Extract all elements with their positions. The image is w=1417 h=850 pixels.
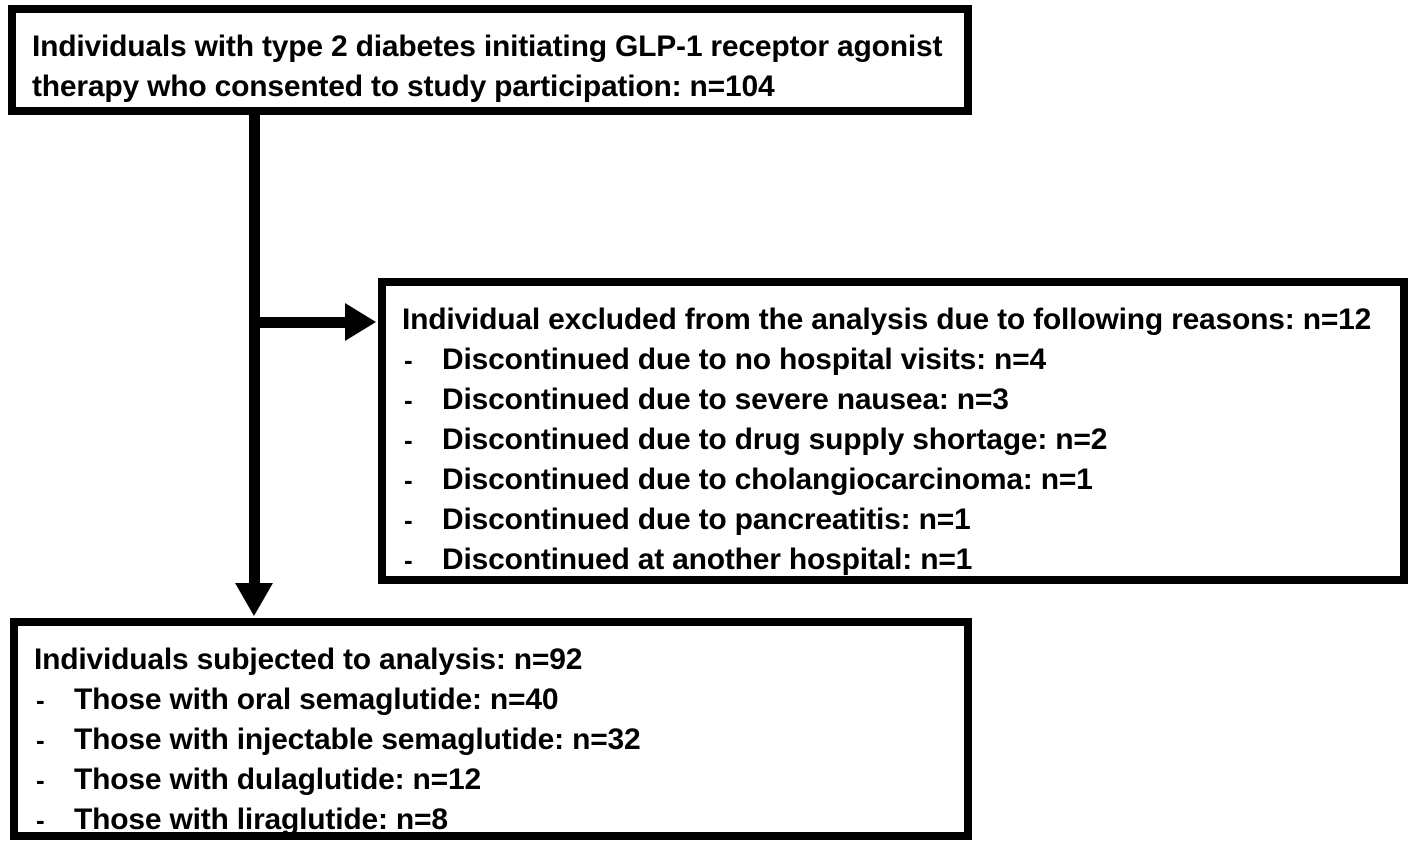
bullet-dash-icon: - bbox=[36, 725, 45, 755]
excluded-item-label: Discontinued due to no hospital visits: … bbox=[442, 343, 1046, 376]
analyzed-item-label: Those with oral semaglutide: n=40 bbox=[74, 683, 559, 716]
arrow-down-icon bbox=[235, 583, 273, 616]
list-item: - Discontinued at another hospital: n=1 bbox=[402, 540, 1390, 580]
box-analyzed-participants: Individuals subjected to analysis: n=92 … bbox=[10, 618, 972, 840]
analyzed-item-label: Those with liraglutide: n=8 bbox=[74, 803, 448, 836]
list-item: - Those with injectable semaglutide: n=3… bbox=[34, 720, 954, 760]
bullet-dash-icon: - bbox=[404, 385, 413, 415]
excluded-item-label: Discontinued at another hospital: n=1 bbox=[442, 543, 973, 576]
arrow-right-icon bbox=[345, 303, 376, 341]
box-analyzed-content: Individuals subjected to analysis: n=92 … bbox=[18, 626, 964, 836]
analyzed-item-label: Those with dulaglutide: n=12 bbox=[74, 763, 481, 796]
box-excluded-participants: Individual excluded from the analysis du… bbox=[378, 278, 1408, 584]
list-item: - Discontinued due to no hospital visits… bbox=[402, 340, 1390, 380]
list-item: - Those with dulaglutide: n=12 bbox=[34, 760, 954, 800]
list-item: - Discontinued due to severe nausea: n=3 bbox=[402, 380, 1390, 420]
box-enrolled-participants: Individuals with type 2 diabetes initiat… bbox=[8, 5, 972, 115]
excluded-item-label: Discontinued due to drug supply shortage… bbox=[442, 423, 1108, 456]
bullet-dash-icon: - bbox=[404, 505, 413, 535]
bullet-dash-icon: - bbox=[36, 685, 45, 715]
bullet-dash-icon: - bbox=[36, 805, 45, 835]
excluded-item-label: Discontinued due to pancreatitis: n=1 bbox=[442, 503, 971, 536]
list-item: - Those with liraglutide: n=8 bbox=[34, 800, 954, 840]
list-item: - Those with oral semaglutide: n=40 bbox=[34, 680, 954, 720]
list-item: - Discontinued due to cholangiocarcinoma… bbox=[402, 460, 1390, 500]
bullet-dash-icon: - bbox=[404, 545, 413, 575]
excluded-item-label: Discontinued due to severe nausea: n=3 bbox=[442, 383, 1009, 416]
connector-vertical-trunk bbox=[249, 112, 260, 590]
list-item: - Discontinued due to pancreatitis: n=1 bbox=[402, 500, 1390, 540]
box-enrolled-content: Individuals with type 2 diabetes initiat… bbox=[16, 13, 964, 107]
excluded-heading: Individual excluded from the analysis du… bbox=[402, 303, 1372, 336]
analyzed-item-label: Those with injectable semaglutide: n=32 bbox=[74, 723, 641, 756]
list-item: - Discontinued due to drug supply shorta… bbox=[402, 420, 1390, 460]
bullet-dash-icon: - bbox=[404, 345, 413, 375]
bullet-dash-icon: - bbox=[404, 465, 413, 495]
box-excluded-content: Individual excluded from the analysis du… bbox=[386, 286, 1400, 576]
excluded-item-label: Discontinued due to cholangiocarcinoma: … bbox=[442, 463, 1093, 496]
enrolled-heading: Individuals with type 2 diabetes initiat… bbox=[32, 30, 943, 103]
bullet-dash-icon: - bbox=[404, 425, 413, 455]
bullet-dash-icon: - bbox=[36, 765, 45, 795]
analyzed-heading: Individuals subjected to analysis: n=92 bbox=[34, 643, 583, 676]
connector-horizontal-branch bbox=[249, 317, 359, 328]
